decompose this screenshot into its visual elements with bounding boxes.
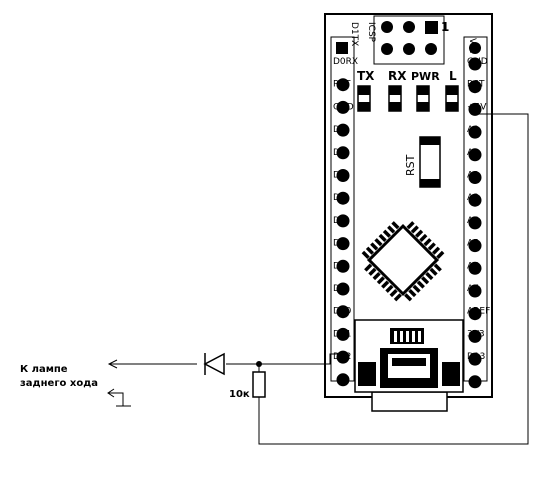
diode [203, 352, 225, 376]
icsp-label: ICSP [366, 22, 376, 43]
reset-button-bottom [420, 179, 440, 187]
pin-pad-d10 [336, 327, 350, 341]
pin-pad-d12 [336, 373, 350, 387]
wiring [107, 113, 529, 445]
pin-pad-gnd [468, 57, 482, 71]
right-pin-pads [468, 42, 482, 389]
led-pads [357, 85, 459, 112]
pin-label-p5v: +5V [467, 102, 487, 112]
led-pad-pwr [416, 85, 430, 112]
usb-tab-right [442, 362, 460, 386]
pin-label-a4: A4 [467, 216, 479, 226]
pin-pad-a5 [468, 239, 482, 253]
pin-label-3v3: 3V3 [467, 329, 485, 339]
pin-pad-d4 [336, 191, 350, 205]
pin-pad-d7 [336, 259, 350, 273]
led-label-pwr: PWR [411, 70, 440, 83]
resistor-label: 10к [229, 389, 250, 400]
lamp-label-line1: К лампе [20, 364, 68, 375]
icsp-pads [381, 21, 438, 55]
pin-pad-extra [468, 375, 482, 389]
pin-pad-3v3 [468, 329, 482, 343]
pin-label-aref: AREF [467, 307, 490, 317]
led-label-tx: TX [357, 69, 375, 83]
pin-label-d0rx: D0RX [333, 57, 358, 67]
pin-pad-gnd [336, 123, 350, 137]
pin-label-d10: D10 [333, 307, 352, 317]
pin-pad-d13 [468, 352, 482, 366]
pin-pad-d9 [336, 305, 350, 319]
pin-pad-a1 [468, 148, 482, 162]
pin-pad-rst [468, 80, 482, 94]
lamp-label-line2: заднего хода [20, 378, 98, 389]
led-pad-rx [388, 85, 402, 112]
pin-label-d8: D8 [333, 261, 346, 271]
usb-connector-outline [371, 391, 448, 412]
pin-pad-a4 [468, 216, 482, 230]
pin-pad-d2 [336, 146, 350, 160]
junction-dot [256, 361, 262, 367]
led-pad-tx [357, 85, 371, 112]
pin-pad-d5 [336, 214, 350, 228]
pin-label-a6: A6 [467, 261, 479, 271]
ground-wire [108, 392, 124, 406]
pin-label-a1: A1 [467, 148, 479, 158]
pin-pad-rst [336, 100, 350, 114]
pin-label-a0: A0 [467, 125, 479, 135]
pin-pad-a0 [468, 125, 482, 139]
pin-label-d2: D2 [333, 125, 346, 135]
wire-5v-loop [258, 113, 529, 445]
pin-label-a2: A2 [467, 171, 479, 181]
pin-label-d11: D11 [333, 329, 351, 339]
pin-label-gnd: GND [467, 57, 488, 67]
microcontroller-chip [361, 221, 445, 302]
pin-label-rst: RST [467, 80, 485, 90]
pin-label-d1tx: D1TX [349, 22, 359, 46]
pin-pad-d6 [336, 237, 350, 251]
pin-pad-d8 [336, 282, 350, 296]
pin-pad-a6 [468, 261, 482, 275]
usb-tab-left [358, 362, 376, 386]
pin-label-d13: D13 [467, 352, 485, 362]
pin-label-a3: A3 [467, 193, 479, 203]
usb-tongue [392, 358, 426, 366]
reset-button-top [420, 137, 440, 145]
pin-pad-a2 [468, 171, 482, 184]
pin-label-d3: D3 [333, 148, 346, 158]
reset-button-label: RST [404, 154, 417, 176]
pin-label-d7: D7 [333, 239, 346, 249]
led-pad-l [445, 85, 459, 112]
led-label-rx: RX [388, 69, 407, 83]
left-pin-pads [336, 78, 350, 387]
pin-pad-d0rx [336, 78, 350, 92]
pin-label-d9: D9 [333, 284, 346, 294]
icsp-pin-one-label: 1 [441, 20, 449, 34]
pin-pad-a3 [468, 193, 482, 207]
pin-pad-d3 [336, 169, 350, 182]
pin-label-gnd: GND [333, 102, 354, 112]
led-label-l: L [449, 69, 457, 83]
pin-label-a5: A5 [467, 239, 479, 249]
resistor-body [252, 371, 266, 398]
pin-label-d6: D6 [333, 216, 346, 226]
pin-label-d5: D5 [333, 193, 346, 203]
pin-label-d12: D12 [333, 352, 351, 362]
pin-label-rst: RST [333, 80, 351, 90]
pin-pad-p5v [468, 102, 482, 116]
lamp-arrow-head [107, 359, 118, 369]
pin-pad-aref [468, 307, 482, 321]
pin-pad-d1tx [336, 42, 348, 54]
pin-pad-vin [469, 42, 481, 54]
usb-connector-fingers [394, 331, 421, 342]
wire-d12 [226, 353, 343, 365]
pin-label-d4: D4 [333, 171, 346, 181]
pin-pad-a7 [468, 284, 482, 298]
pin-label-vin: VIN [467, 38, 477, 54]
pin-label-a7: A7 [467, 284, 479, 294]
